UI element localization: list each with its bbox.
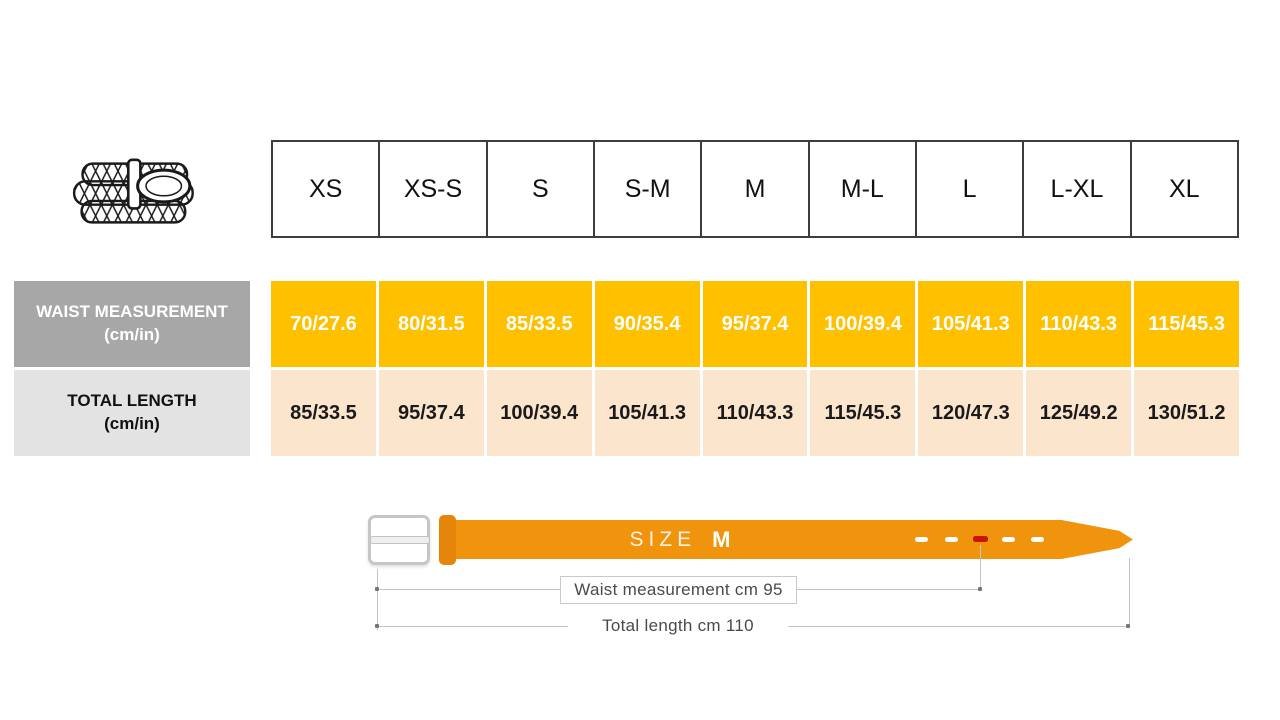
dimension-endpoint-dot xyxy=(1126,624,1130,628)
size-header-cell: L-XL xyxy=(1022,142,1129,236)
waist-value-cell: 85/33.5 xyxy=(486,281,592,367)
belt-keeper-loop xyxy=(439,515,456,565)
braided-belt-icon xyxy=(72,158,194,224)
size-label: SIZE xyxy=(629,527,697,551)
total-dimension-line-right xyxy=(788,626,1129,627)
total-dimension-line-left xyxy=(378,626,568,627)
waist-value-cell: 115/45.3 xyxy=(1134,281,1240,367)
size-header-cell: M xyxy=(700,142,807,236)
size-value: M xyxy=(712,526,731,552)
total-value-cell: 120/47.3 xyxy=(918,370,1024,456)
total-value-cell: 110/43.3 xyxy=(702,370,808,456)
total-length-row-label: TOTAL LENGTH (cm/in) xyxy=(14,370,250,456)
total-dimension-label: Total length cm 110 xyxy=(602,616,754,635)
row-label-text: WAIST MEASUREMENT xyxy=(36,302,228,322)
belt-hole-marked xyxy=(973,536,988,542)
row-label-unit: (cm/in) xyxy=(104,325,160,344)
waist-value-cell: 80/31.5 xyxy=(378,281,484,367)
waist-dimension-line-right xyxy=(797,589,981,590)
size-header-cell: S-M xyxy=(592,142,700,236)
waist-dimension-label: Waist measurement cm 95 xyxy=(560,576,797,604)
size-header-cell: XS-S xyxy=(378,142,485,236)
waist-measurement-row-label: WAIST MEASUREMENT (cm/in) xyxy=(14,281,250,367)
waist-value-cell: 105/41.3 xyxy=(918,281,1024,367)
size-header-cell: XS xyxy=(308,174,343,203)
belt-hole xyxy=(1031,537,1044,542)
waist-value-cell: 70/27.6 xyxy=(271,281,376,367)
dimension-endpoint-dot xyxy=(978,587,982,591)
size-header-row: XS XS-S S S-M M M-L L L-XL XL xyxy=(271,140,1239,238)
row-label-text: TOTAL LENGTH xyxy=(67,391,197,411)
total-value-cell: 85/33.5 xyxy=(271,370,376,456)
size-header-cell: S xyxy=(485,142,593,236)
belt-hole xyxy=(1002,537,1015,542)
total-value-cell: 100/39.4 xyxy=(486,370,592,456)
total-value-cell: 115/45.3 xyxy=(810,370,916,456)
size-header-cell: M-L xyxy=(807,142,915,236)
dimension-line-vertical-left xyxy=(377,569,378,630)
dimension-line-vertical-tip xyxy=(1129,558,1130,626)
total-value-cell: 105/41.3 xyxy=(594,370,700,456)
size-header-cell: L xyxy=(914,142,1022,236)
waist-value-cell: 90/35.4 xyxy=(594,281,700,367)
belt-buckle-prong xyxy=(370,536,430,544)
waist-measurement-row: 70/27.6 80/31.5 85/33.5 90/35.4 95/37.4 … xyxy=(271,281,1240,367)
row-label-unit: (cm/in) xyxy=(104,414,160,433)
total-value-cell: 130/51.2 xyxy=(1134,370,1240,456)
dimension-endpoint-dot xyxy=(375,587,379,591)
dimension-line-vertical-hole xyxy=(980,545,981,589)
size-header-cell: XL xyxy=(1129,142,1237,236)
belt-hole xyxy=(945,537,958,542)
waist-value-cell: 100/39.4 xyxy=(810,281,916,367)
total-value-cell: 95/37.4 xyxy=(378,370,484,456)
total-value-cell: 125/49.2 xyxy=(1026,370,1132,456)
dimension-endpoint-dot xyxy=(375,624,379,628)
waist-value-cell: 95/37.4 xyxy=(702,281,808,367)
waist-value-cell: 110/43.3 xyxy=(1026,281,1132,367)
total-length-row: 85/33.5 95/37.4 100/39.4 105/41.3 110/43… xyxy=(271,370,1240,456)
belt-size-text: SIZE M xyxy=(560,520,800,559)
belt-strap xyxy=(452,520,1133,559)
belt-hole xyxy=(915,537,928,542)
waist-dimension-line-left xyxy=(378,589,560,590)
